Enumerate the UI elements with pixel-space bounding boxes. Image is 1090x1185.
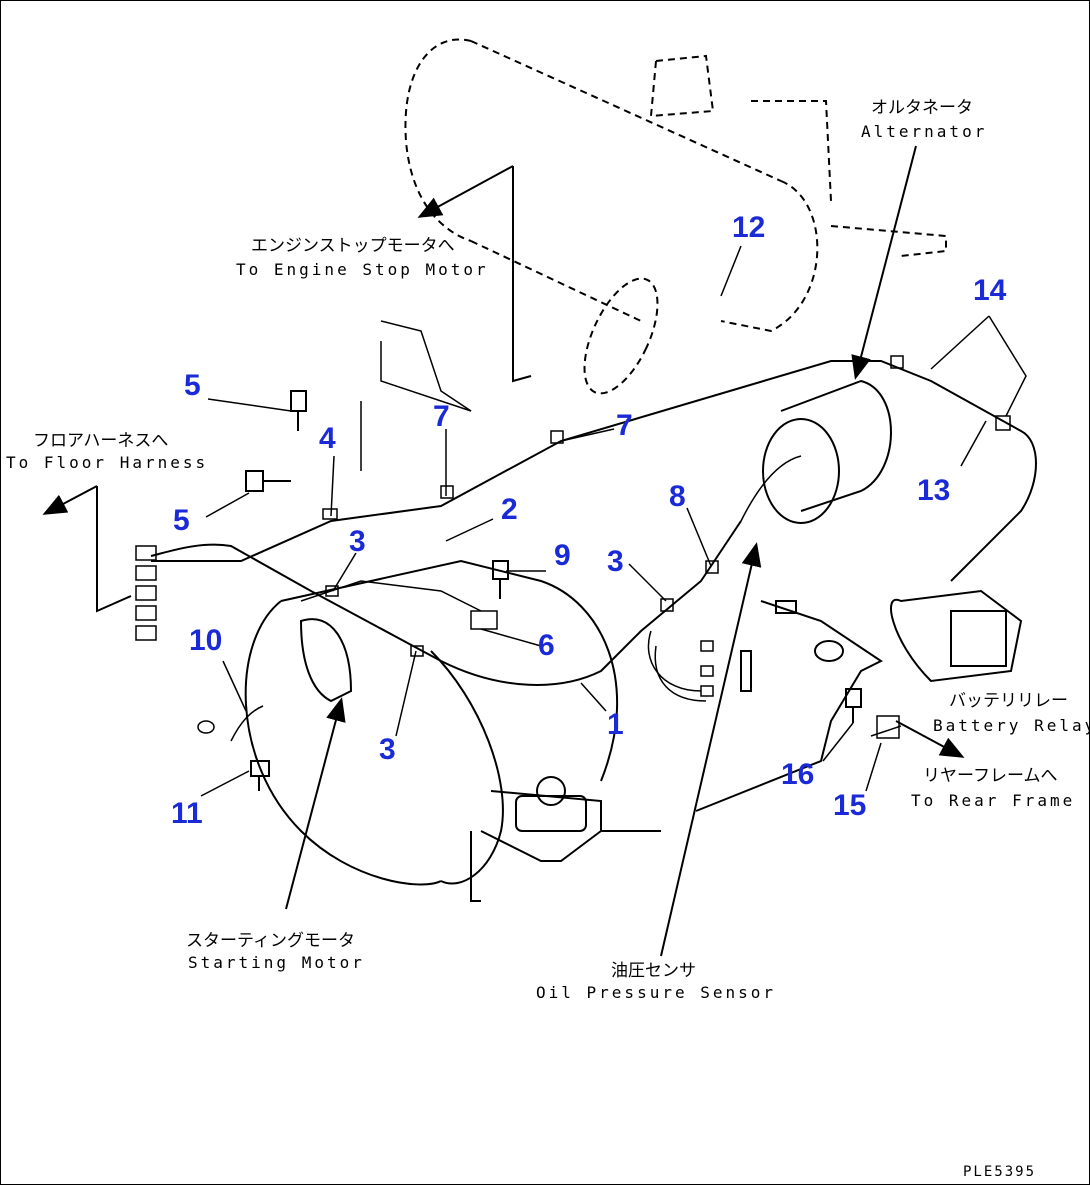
leader-lines: [42, 145, 1027, 957]
floor-harness-label-jp: フロアハーネスへ: [33, 431, 168, 451]
bolts: [245, 390, 862, 791]
callout-7: 7: [616, 409, 633, 442]
alternator-label-en: Alternator: [861, 122, 987, 141]
starting-motor-label-jp: スターティングモータ: [186, 931, 355, 951]
ground-terminal: [197, 720, 215, 734]
callout-5: 5: [184, 369, 201, 402]
callout-13: 13: [917, 474, 950, 507]
callout-12: 12: [732, 211, 765, 244]
callout-8: 8: [669, 480, 686, 513]
callout-4: 4: [319, 422, 336, 455]
callout-11: 11: [171, 797, 203, 830]
callout-3: 3: [607, 545, 624, 578]
wire-harness: [135, 360, 1037, 702]
starting-motor-label-en: Starting Motor: [188, 953, 365, 972]
rear-frame-label-jp: リヤーフレームへ: [923, 766, 1057, 786]
callout-9: 9: [554, 539, 571, 572]
clips: [322, 355, 1011, 739]
callout-3: 3: [379, 733, 396, 766]
callout-14: 14: [973, 274, 1007, 307]
callout-6: 6: [538, 629, 555, 662]
muffler-outline: [404, 38, 947, 395]
engine-stop-label-en: To Engine Stop Motor: [236, 260, 489, 279]
battery-relay-label-jp: バッテリリレー: [949, 691, 1068, 711]
rear-frame-label-en: To Rear Frame: [911, 791, 1075, 810]
drawing-code: PLE5395: [963, 1164, 1036, 1180]
engine-stop-label-jp: エンジンストップモータへ: [251, 236, 455, 256]
battery-relay-label-en: Battery Relay: [933, 716, 1090, 735]
callout-5: 5: [173, 504, 190, 537]
callout-16: 16: [781, 758, 814, 791]
battery-relay-outline: [890, 589, 1023, 683]
alternator-label-jp: オルタネータ: [871, 98, 973, 118]
oil-sensor-label-en: Oil Pressure Sensor: [536, 983, 776, 1002]
oil-sensor-label-jp: 油圧センサ: [611, 961, 696, 981]
callout-2: 2: [501, 493, 518, 526]
alternator-outline: [762, 379, 892, 524]
callout-15: 15: [833, 789, 866, 822]
callout-3: 3: [349, 525, 366, 558]
callout-1: 1: [607, 708, 624, 741]
ground-wire: [230, 705, 264, 742]
floor-harness-label-en: To Floor Harness: [6, 453, 208, 472]
engine-block-outline: [244, 320, 883, 902]
callout-10: 10: [189, 624, 222, 657]
rear-frame-wire: [870, 725, 902, 737]
callout-7: 7: [433, 400, 450, 433]
